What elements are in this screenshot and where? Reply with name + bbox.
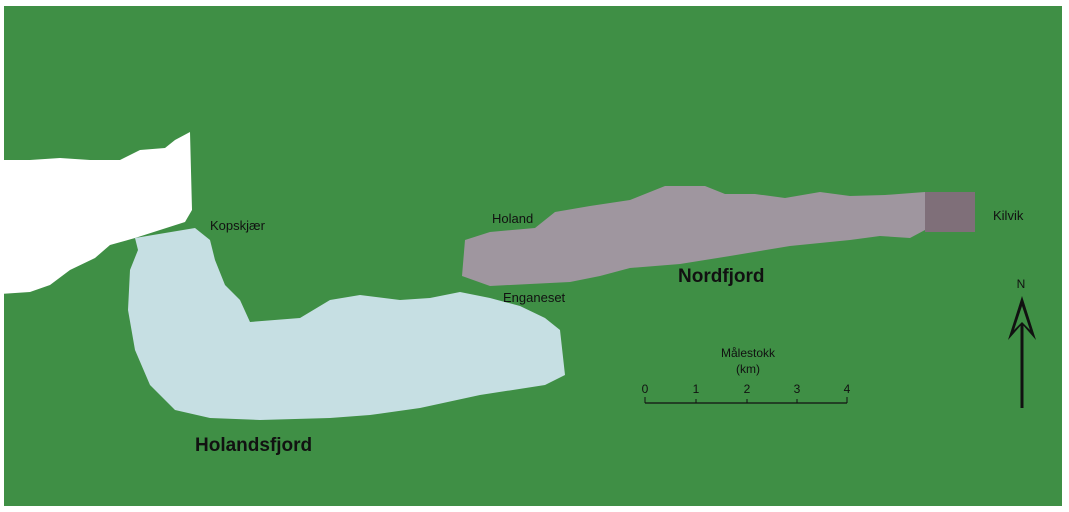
north-arrow: N (1008, 277, 1036, 408)
kilvik-area (925, 192, 975, 232)
open-sea (0, 132, 192, 294)
fjord-label-holandsfjord: Holandsfjord (195, 435, 312, 456)
scale-tick-label: 2 (744, 382, 751, 396)
fjord-label-nordfjord: Nordfjord (678, 266, 765, 287)
scale-tick-label: 0 (642, 382, 649, 396)
place-label-kilvik: Kilvik (993, 208, 1024, 223)
nordfjord-area (462, 186, 925, 286)
scale-tick-label: 4 (844, 382, 851, 396)
scale-bar-unit: (km) (736, 362, 760, 376)
place-label-enganeset: Enganeset (503, 290, 566, 305)
place-label-kopskjaer: Kopskjær (210, 218, 266, 233)
holandsfjord-area (128, 228, 565, 420)
north-arrow-label: N (1017, 277, 1026, 291)
scale-tick-label: 3 (794, 382, 801, 396)
scale-bar: Målestokk (km) 0 1 2 3 4 (642, 346, 851, 404)
north-arrow-icon (1008, 296, 1036, 408)
scale-tick-label: 1 (693, 382, 700, 396)
scale-bar-title: Målestokk (721, 346, 776, 360)
place-label-holand: Holand (492, 211, 533, 226)
